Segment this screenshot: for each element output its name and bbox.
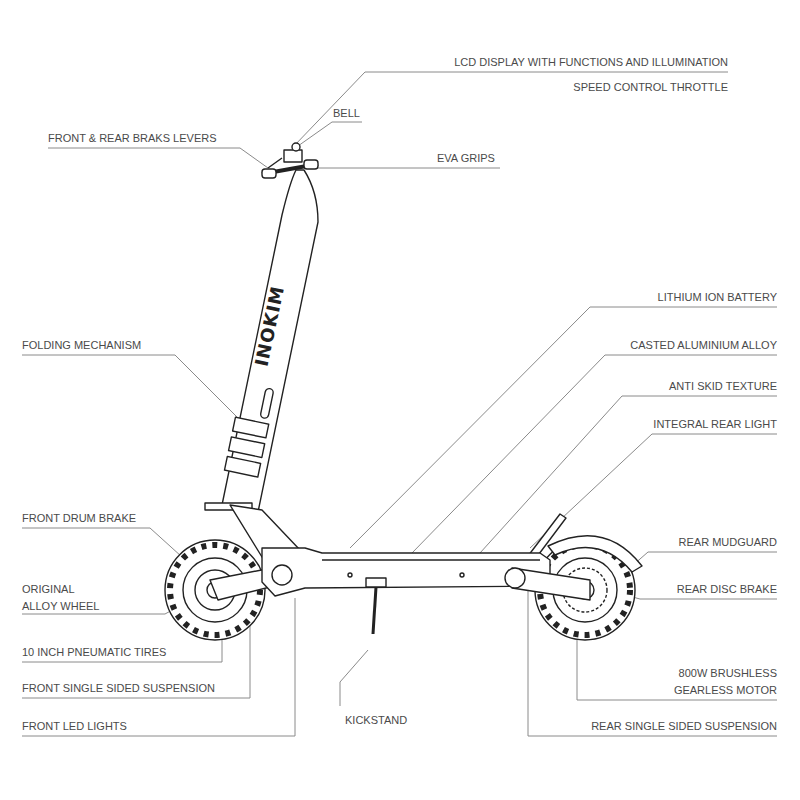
rear-grab-bar — [528, 514, 566, 558]
part-label: REAR MUDGUARD — [679, 534, 777, 551]
part-label: LCD DISPLAY WITH FUNCTIONS AND ILLUMINAT… — [454, 54, 728, 71]
deck-bolt — [460, 573, 464, 577]
folding-clamp — [233, 417, 269, 438]
part-label: REAR SINGLE SIDED SUSPENSION — [591, 718, 777, 735]
leader-line — [298, 122, 362, 146]
suspension-pivot — [505, 568, 525, 588]
deck — [262, 548, 550, 596]
deck-bolt — [348, 573, 352, 577]
leader-line — [22, 355, 240, 420]
leader-line — [314, 168, 500, 169]
part-label: FOLDING MECHANISM — [22, 337, 141, 354]
part-label: INTEGRAL REAR LIGHT — [653, 416, 777, 433]
leader-line — [293, 72, 728, 147]
grip — [304, 160, 318, 169]
brake-lever — [268, 158, 282, 168]
part-label: FRONT DRUM BRAKE — [22, 510, 136, 527]
steering-stem — [222, 170, 318, 512]
leader-line — [22, 528, 192, 566]
kickstand-mount — [366, 578, 386, 587]
part-label: FRONT & REAR BRAKS LEVERS — [48, 130, 217, 147]
rear-mudguard — [548, 536, 642, 572]
kickstand — [373, 587, 376, 634]
leader-line — [412, 355, 777, 553]
leader-line — [577, 640, 777, 700]
leader-line — [48, 148, 268, 168]
leader-line — [632, 552, 777, 566]
folding-clamp — [225, 456, 261, 477]
part-label: CASTED ALUMINIUM ALLOY — [630, 337, 777, 354]
part-label: KICKSTAND — [345, 712, 407, 729]
bell — [292, 143, 300, 151]
part-label: FRONT LED LIGHTS — [22, 718, 127, 735]
suspension-pivot — [272, 565, 292, 585]
part-label: LITHIUM ION BATTERY — [658, 289, 777, 306]
lcd-display — [284, 150, 302, 162]
part-label: BELL — [333, 105, 360, 122]
leader-line — [480, 396, 777, 553]
part-label: FRONT SINGLE SIDED SUSPENSION — [22, 680, 215, 697]
part-label: ANTI SKID TEXTURE — [669, 378, 777, 395]
leader-line — [340, 650, 368, 706]
leader-line — [350, 307, 777, 548]
part-label: SPEED CONTROL THROTTLE — [573, 79, 728, 96]
folding-lever — [260, 388, 274, 419]
grip — [262, 169, 276, 178]
part-label: 10 INCH PNEUMATIC TIRES — [22, 644, 166, 661]
part-label: REAR DISC BRAKE — [677, 581, 777, 598]
folding-clamp — [229, 437, 265, 458]
part-label: 800W BRUSHLESS GEARLESS MOTOR — [665, 665, 777, 699]
leader-line — [530, 434, 777, 548]
part-label: EVA GRIPS — [437, 150, 495, 167]
part-label: ORIGINAL ALLOY WHEEL — [22, 581, 108, 615]
deck-line — [322, 559, 540, 560]
